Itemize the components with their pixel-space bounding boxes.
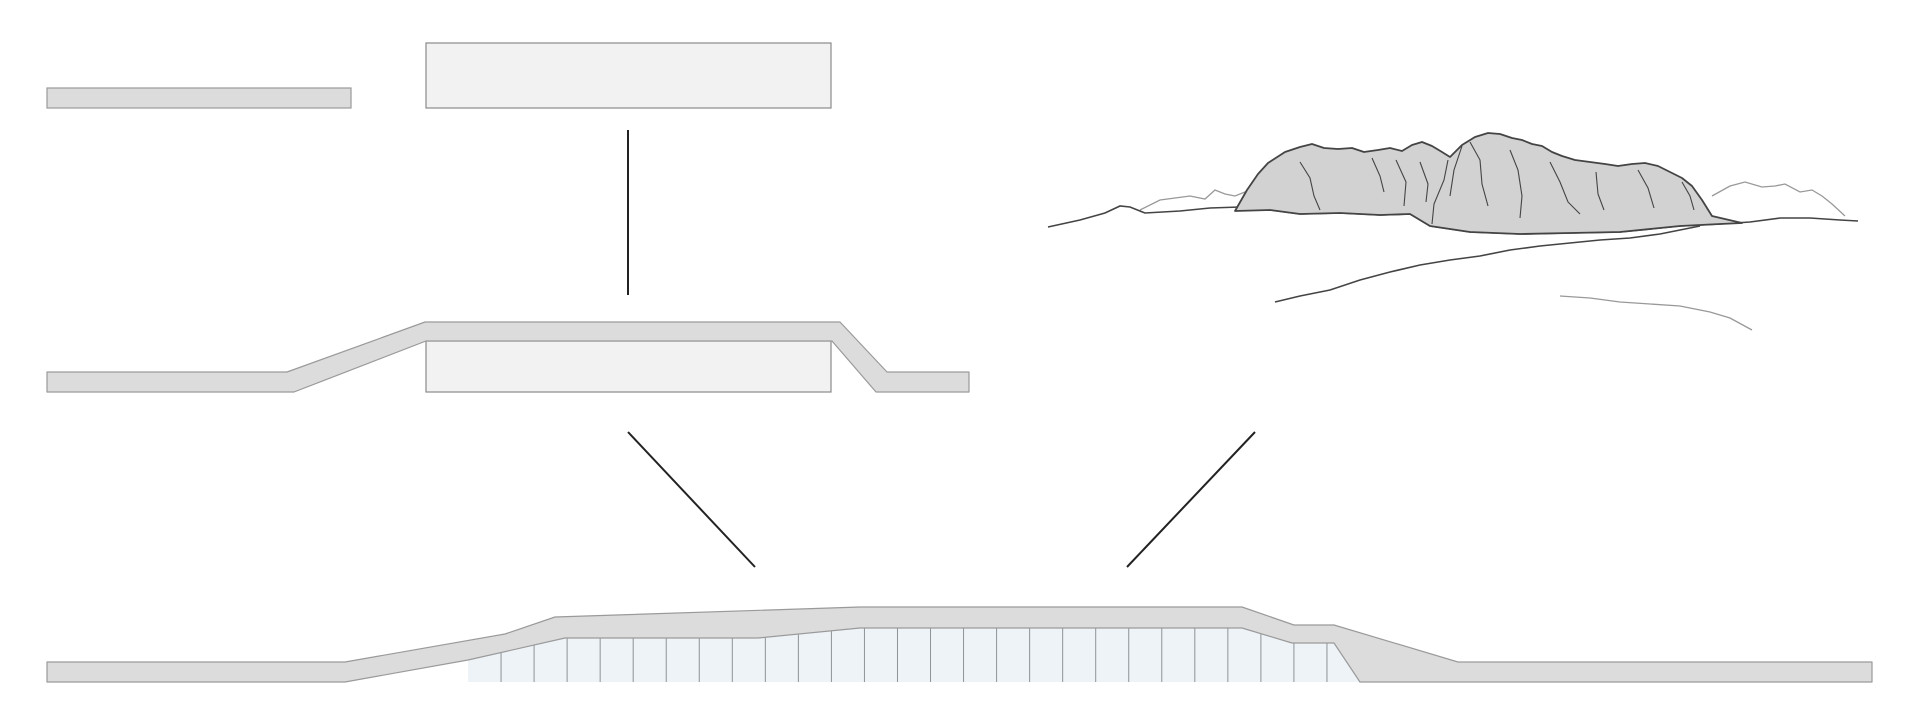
near-hill-line — [1274, 225, 1701, 303]
building-volume-under-roof — [425, 340, 832, 393]
connector-folded-roof-to-final-section — [627, 431, 756, 568]
glass-mullions — [500, 628, 1328, 682]
final-landscape-roof — [46, 606, 1873, 683]
mountain-landscape — [1047, 132, 1859, 331]
flat-roof-slab — [46, 87, 352, 109]
mountain-mass — [1234, 132, 1743, 235]
final-building-section — [46, 606, 1873, 683]
glazed-facade-band — [468, 628, 1360, 682]
background-ridge-right — [1711, 181, 1846, 217]
folded-roof-over-volume — [46, 321, 970, 393]
faint-slope-line — [1559, 295, 1753, 331]
connector-mountain-to-final-section — [1126, 431, 1256, 568]
mountain-rock-cracks — [1299, 141, 1695, 225]
building-volume — [425, 42, 832, 109]
